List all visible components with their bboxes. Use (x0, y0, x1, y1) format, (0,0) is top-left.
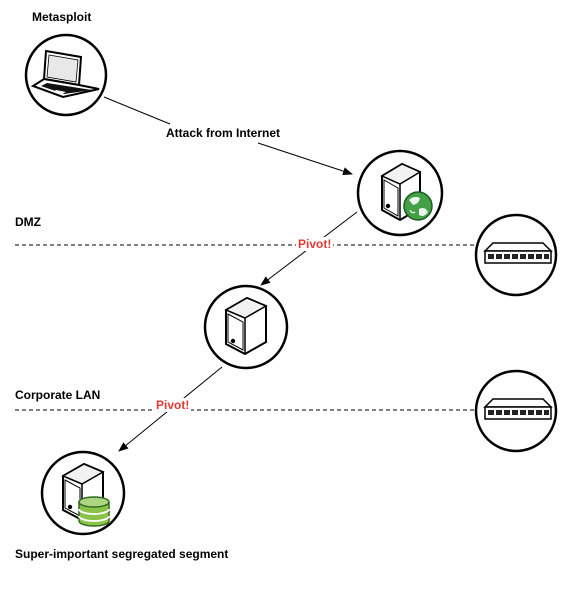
network-switch-icon (483, 242, 553, 264)
attacker-laptop-node (24, 33, 108, 117)
segment-host-node (40, 450, 126, 536)
pivot-label-2: Pivot! (154, 398, 192, 412)
corporate-lan-zone-label: Corporate LAN (15, 388, 101, 402)
server-icon (224, 296, 268, 356)
lan-switch-node (474, 369, 558, 453)
dmz-host-node (356, 149, 444, 237)
attack-line-upper (103, 96, 171, 125)
server-globe-icon (380, 162, 433, 222)
attack-label: Attack from Internet (166, 126, 281, 140)
metasploit-label: Metasploit (32, 10, 92, 24)
dmz-switch-node (474, 213, 558, 297)
attack-arrow (257, 142, 353, 175)
server-database-icon (61, 462, 110, 527)
laptop-icon (30, 49, 100, 99)
lan-host-node (203, 284, 289, 370)
segregated-segment-label: Super-important segregated segment (15, 547, 229, 561)
network-switch-icon (483, 398, 553, 420)
pivot-label-1: Pivot! (296, 237, 334, 251)
dmz-zone-label: DMZ (15, 215, 41, 229)
